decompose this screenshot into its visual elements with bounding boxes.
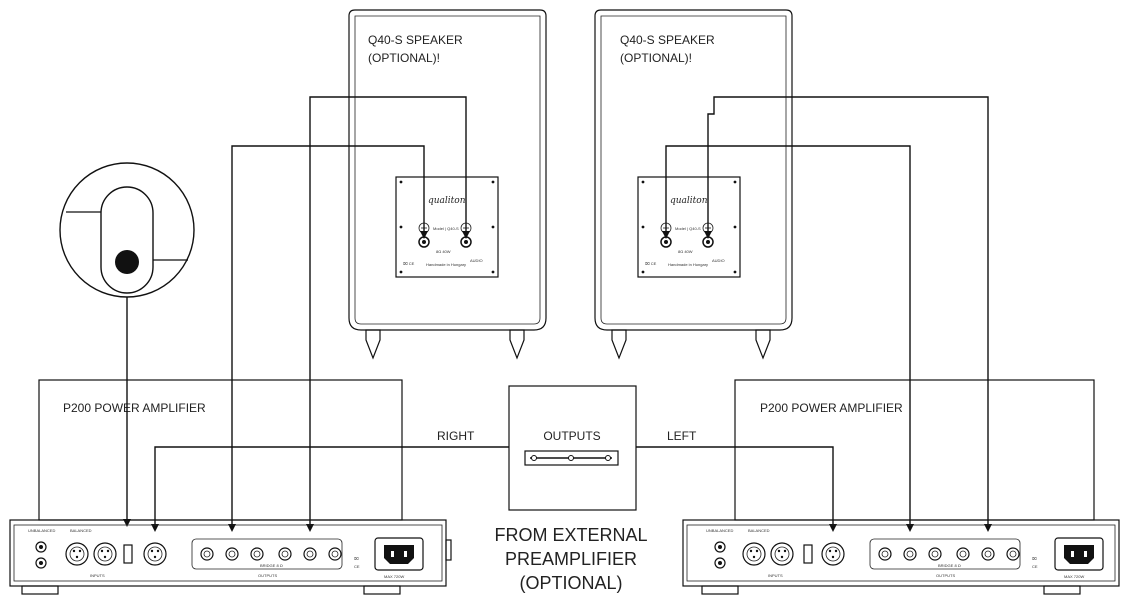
speaker-right: Q40-S SPEAKER (OPTIONAL)! qualiton Model… — [594, 9, 793, 360]
speaker-made-in: Handmade in Hungary — [426, 262, 466, 267]
amplifier-left-rear-panel: UNBALANCED BALANCED INPUTS BRIDGE 8 Ω — [9, 519, 452, 595]
toggle-switch-knob-icon — [115, 250, 139, 274]
amplifier-foot — [363, 585, 401, 595]
preamp-device-icon — [524, 450, 619, 466]
ce-mark-icon: ⌧ CE — [645, 261, 657, 266]
outputs-label: OUTPUTS — [936, 573, 955, 578]
rca-input-jacks — [714, 541, 726, 569]
speaker-spec-label: 8Ω 40W — [678, 249, 693, 254]
brand-script-logo: qualiton — [428, 196, 466, 206]
speaker-subtitle: (OPTIONAL)! — [620, 51, 692, 65]
unbalanced-label: UNBALANCED — [706, 528, 733, 533]
speaker-cabinet-inner — [354, 15, 541, 325]
amplifier-foot — [701, 585, 739, 595]
speaker-foot — [365, 329, 381, 360]
inputs-label: INPUTS — [768, 573, 783, 578]
ce-mark-icon: CE — [1032, 564, 1038, 569]
speaker-model-label: Model | Q40-S — [433, 226, 459, 231]
speaker-title: Q40-S SPEAKER — [620, 33, 715, 47]
amplifier-title: P200 POWER AMPLIFIER — [760, 401, 903, 415]
ce-mark-icon: ⌧ CE — [403, 261, 415, 266]
speaker-foot — [611, 329, 627, 360]
iec-power-inlet — [374, 537, 424, 571]
ce-mark-icon: CE — [354, 564, 360, 569]
wire-arrowheads — [123, 231, 992, 532]
amplifier-foot — [1043, 585, 1081, 595]
inputs-label: INPUTS — [90, 573, 105, 578]
speaker-foot — [755, 329, 771, 360]
balanced-label: BALANCED — [748, 528, 770, 533]
xlr-input-connectors — [742, 542, 794, 566]
from-external-line3: (OPTIONAL) — [519, 573, 622, 593]
ce-mark-icon: ⌧ — [1032, 556, 1037, 561]
balanced-label: BALANCED — [70, 528, 92, 533]
speaker-terminal-panel: qualiton Model | Q40-S 8Ω 40W ⌧ CE Handm… — [395, 176, 499, 278]
speaker-output-terminals — [878, 547, 1020, 561]
speaker-output-block — [191, 538, 343, 570]
xlr-link-connector — [821, 542, 845, 566]
signal-wires — [154, 446, 834, 530]
max-power-label: MAX 720W — [1064, 574, 1084, 579]
input-selector-switch — [123, 544, 133, 564]
amplifier-right-rear-panel: UNBALANCED BALANCED INPUTS BRIDGE 8 Ω — [682, 519, 1120, 595]
xlr-input-connectors — [65, 542, 117, 566]
speaker-subtitle: (OPTIONAL)! — [368, 51, 440, 65]
left-channel-label: LEFT — [667, 429, 697, 443]
xlr-link-connector — [143, 542, 167, 566]
bridge-label: BRIDGE 8 Ω — [260, 563, 283, 568]
toggle-switch-slot — [100, 186, 154, 294]
right-channel-label: RIGHT — [437, 429, 475, 443]
amplifier-title: P200 POWER AMPLIFIER — [63, 401, 206, 415]
ce-mark-icon: ⌧ — [354, 556, 359, 561]
speaker-cabinet-inner — [600, 15, 787, 325]
speaker-made-in: Handmade in Hungary — [668, 262, 708, 267]
speaker-wires — [231, 96, 989, 530]
amplifier-left-outline: P200 POWER AMPLIFIER — [38, 379, 403, 521]
speaker-model-label: Model | Q40-S — [675, 226, 701, 231]
outputs-label: OUTPUTS — [258, 573, 277, 578]
from-external-line1: FROM EXTERNAL — [494, 525, 647, 545]
speaker-spec-label: 8Ω 40W — [436, 249, 451, 254]
max-power-label: MAX 720W — [384, 574, 404, 579]
speaker-output-block — [869, 538, 1021, 570]
speaker-brand: AUDIO — [470, 258, 483, 263]
preamp-outputs-label: OUTPUTS — [543, 429, 600, 443]
external-preamplifier: OUTPUTS RIGHT LEFT FROM EXTERNAL PREAMPL… — [437, 385, 697, 593]
speaker-terminal-panel: qualiton Model | Q40-S 8Ω 40W ⌧ CE Handm… — [637, 176, 741, 278]
speaker-title: Q40-S SPEAKER — [368, 33, 463, 47]
speaker-left: Q40-S SPEAKER (OPTIONAL)! qualiton Model… — [348, 9, 547, 360]
speaker-brand: AUDIO — [712, 258, 725, 263]
brand-script-logo: qualiton — [670, 196, 708, 206]
unbalanced-label: UNBALANCED — [28, 528, 55, 533]
iec-power-inlet — [1054, 537, 1104, 571]
rca-input-jacks — [35, 541, 47, 569]
switch-magnifier-callout — [59, 162, 195, 525]
bridge-label: BRIDGE 8 Ω — [938, 563, 961, 568]
amplifier-right-outline: P200 POWER AMPLIFIER — [734, 379, 1095, 521]
amplifier-foot — [21, 585, 59, 595]
speaker-output-terminals — [200, 547, 342, 561]
speaker-foot — [509, 329, 525, 360]
input-selector-switch — [803, 544, 813, 564]
from-external-line2: PREAMPLIFIER — [505, 549, 637, 569]
amplifier-side-handle — [445, 539, 452, 561]
